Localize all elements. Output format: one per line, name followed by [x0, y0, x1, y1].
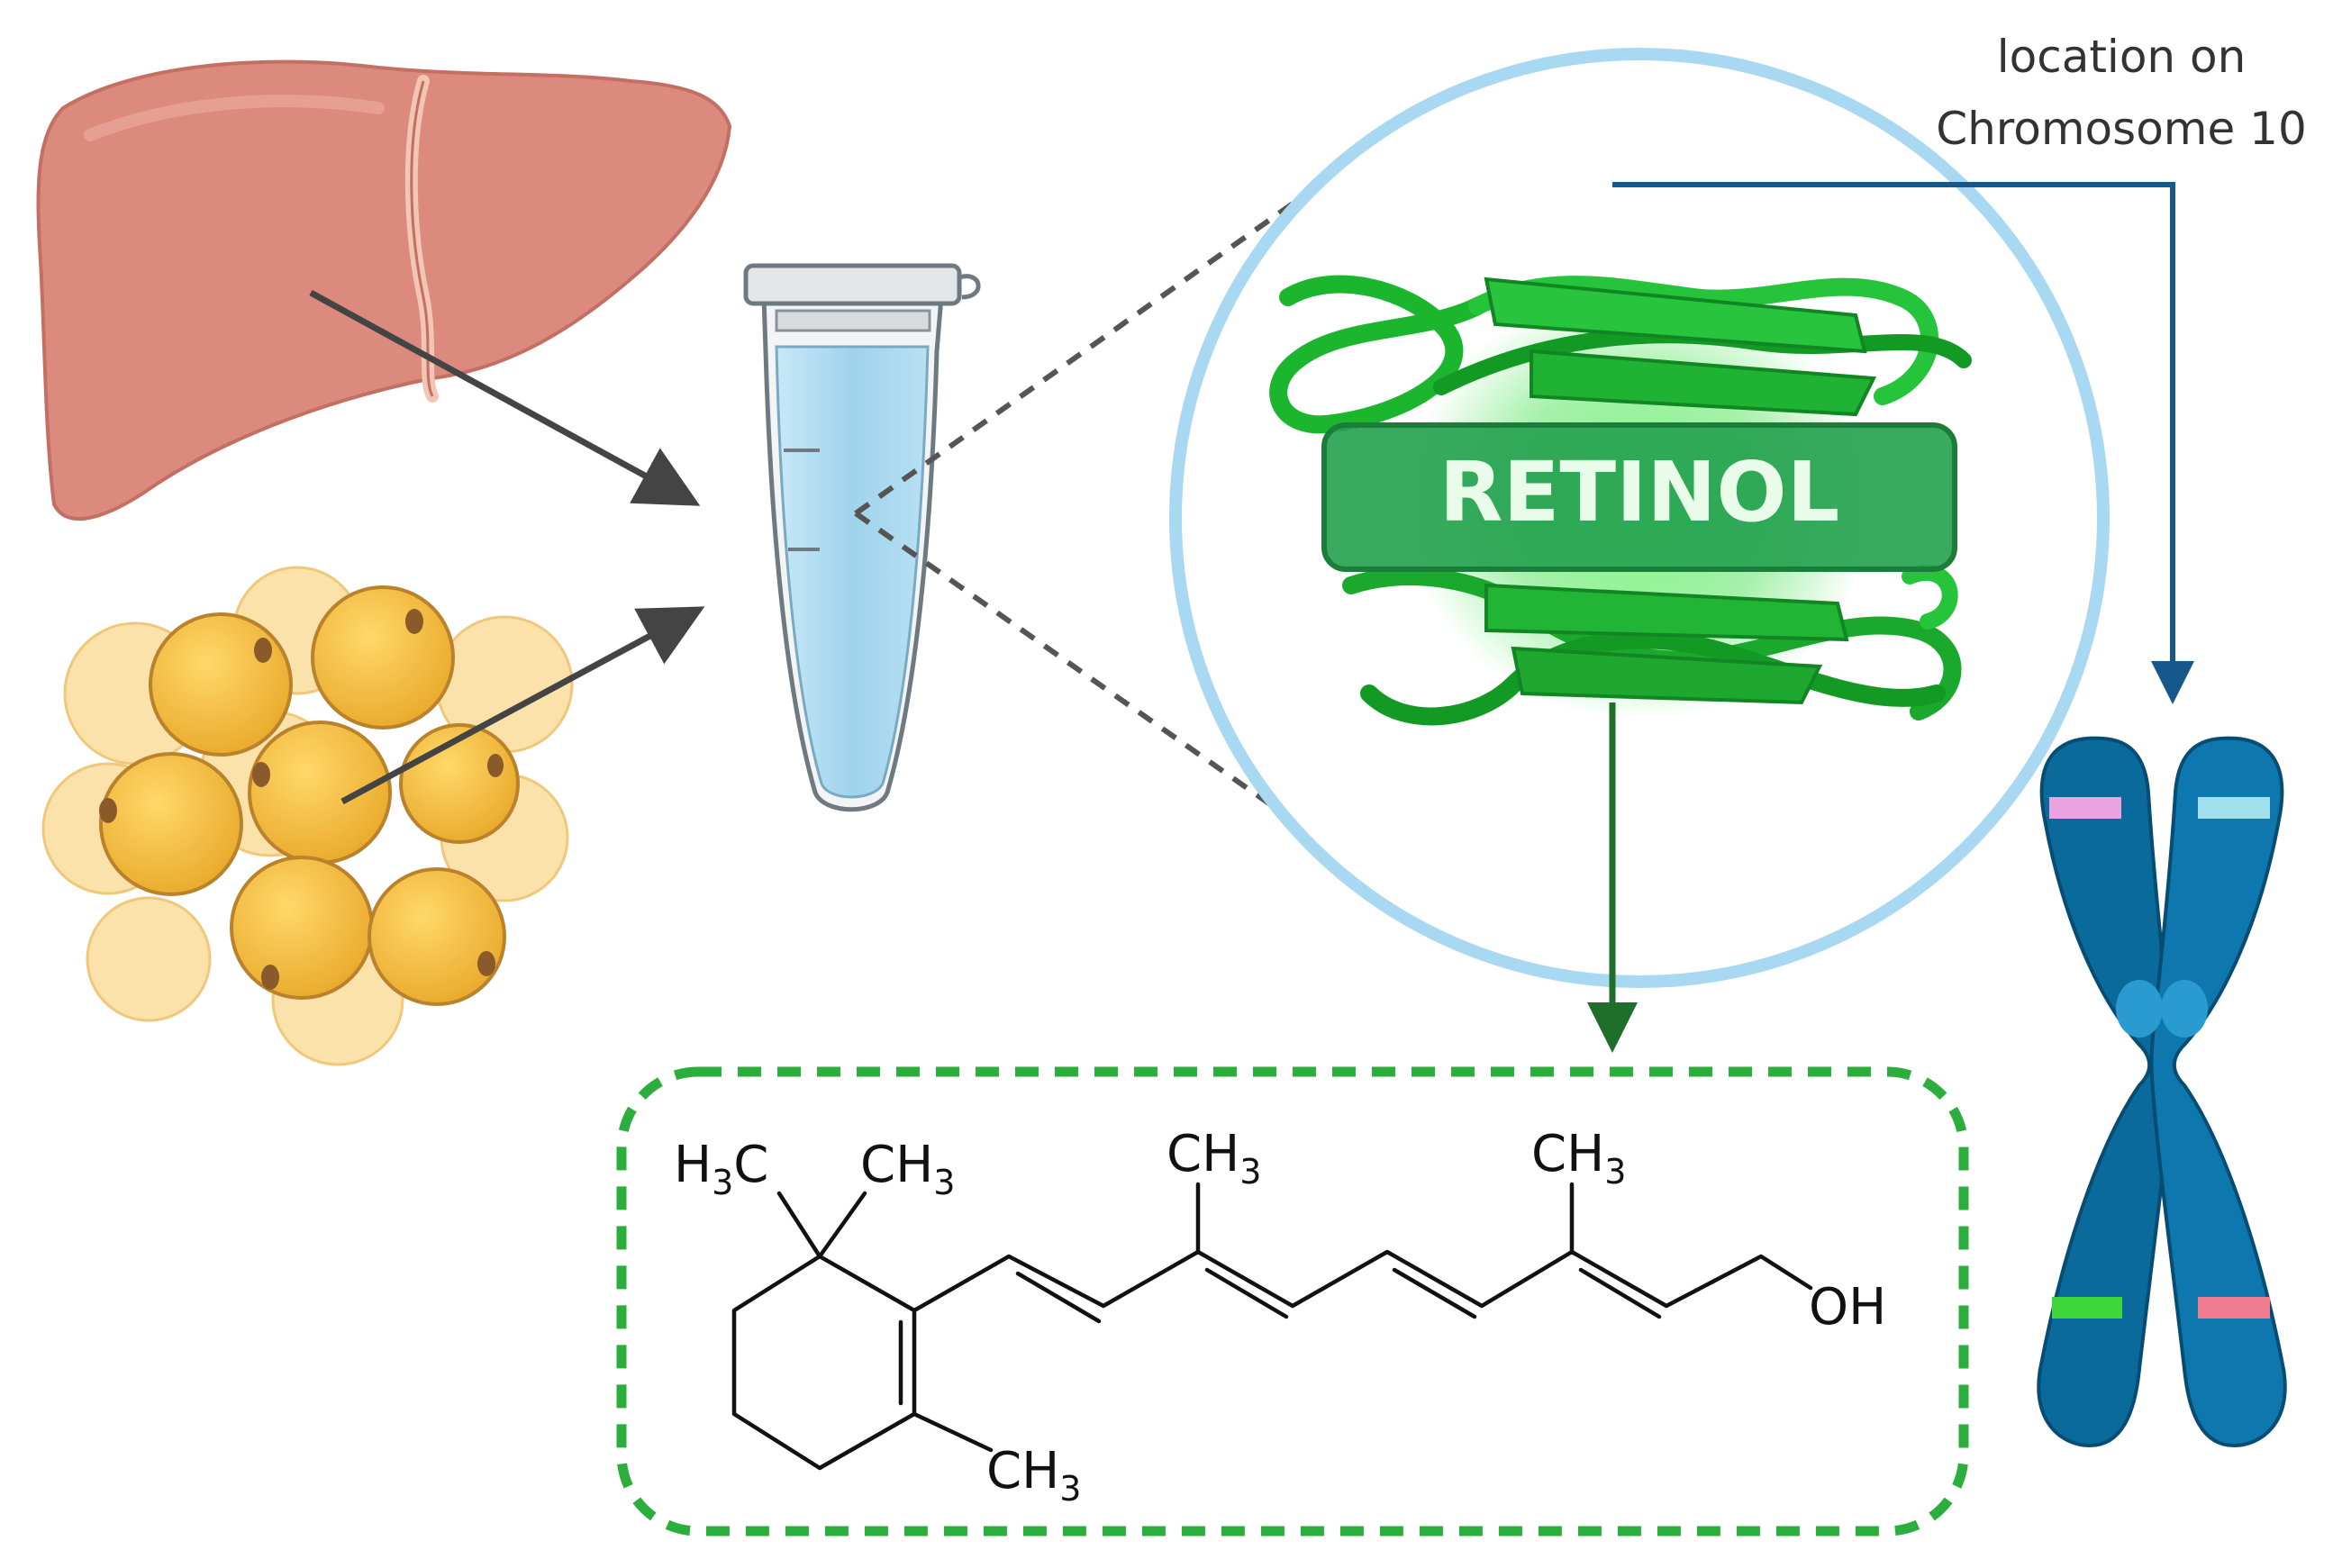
ch3-gem-label: CH3 — [860, 1136, 955, 1202]
chromosome-illustration — [2037, 736, 2287, 1448]
ch3-ring-label: CH3 — [986, 1442, 1081, 1509]
protein-label: RETINOL — [1321, 422, 1957, 572]
band-green-left — [2052, 1297, 2122, 1319]
retinol-structure — [731, 1182, 1813, 1471]
fat-to-tube-arrow — [340, 606, 705, 805]
protein-to-chromosome-arrow — [1612, 182, 2194, 704]
ch3-chain2-label: CH3 — [1531, 1125, 1626, 1192]
ch3-chain1-label: CH3 — [1166, 1125, 1261, 1192]
band-cyan-right — [2198, 797, 2270, 819]
hydroxyl-label: OH — [1809, 1278, 1886, 1337]
chromosome-note-line1: location on — [1997, 31, 2247, 83]
zoom-line-top — [854, 159, 1353, 516]
band-red-right — [2198, 1297, 2270, 1319]
structure-box — [616, 1066, 1969, 1536]
protein-name-text: RETINOL — [1439, 444, 1840, 540]
adipose-cells-illustration — [41, 566, 574, 1066]
liver-to-tube-arrow — [309, 289, 701, 506]
sample-tube-illustration — [743, 263, 981, 812]
chromosome-note-line2: Chromosome 10 — [1936, 103, 2307, 155]
liver-illustration — [36, 59, 732, 521]
band-pink-left — [2049, 797, 2121, 819]
h3c-label: H3C — [674, 1136, 768, 1202]
